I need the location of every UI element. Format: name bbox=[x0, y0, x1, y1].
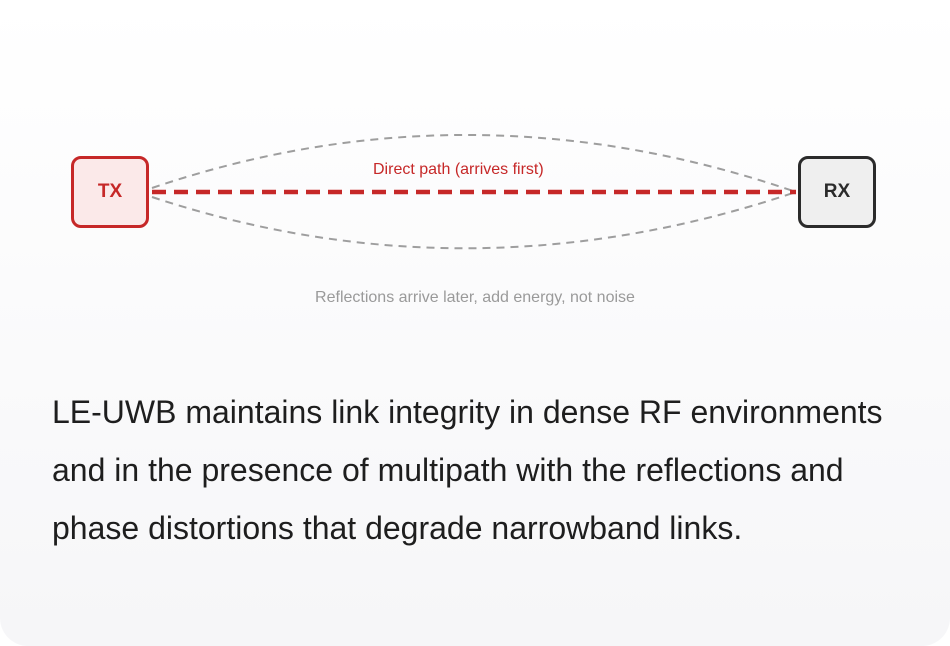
reflection-path-upper bbox=[151, 134, 797, 193]
path-lines bbox=[151, 134, 797, 250]
rx-node: RX bbox=[798, 156, 876, 228]
body-paragraph: LE-UWB maintains link integrity in dense… bbox=[52, 394, 883, 546]
reflections-caption: Reflections arrive later, add energy, no… bbox=[315, 289, 635, 306]
multipath-diagram: TX RX Direct path (arrives first) Reflec… bbox=[71, 134, 876, 306]
reflection-path-lower bbox=[151, 191, 797, 250]
tx-label: TX bbox=[97, 181, 123, 202]
direct-path-label: Direct path (arrives first) bbox=[373, 161, 544, 178]
tx-node: TX bbox=[71, 156, 149, 228]
rx-label: RX bbox=[823, 181, 851, 202]
